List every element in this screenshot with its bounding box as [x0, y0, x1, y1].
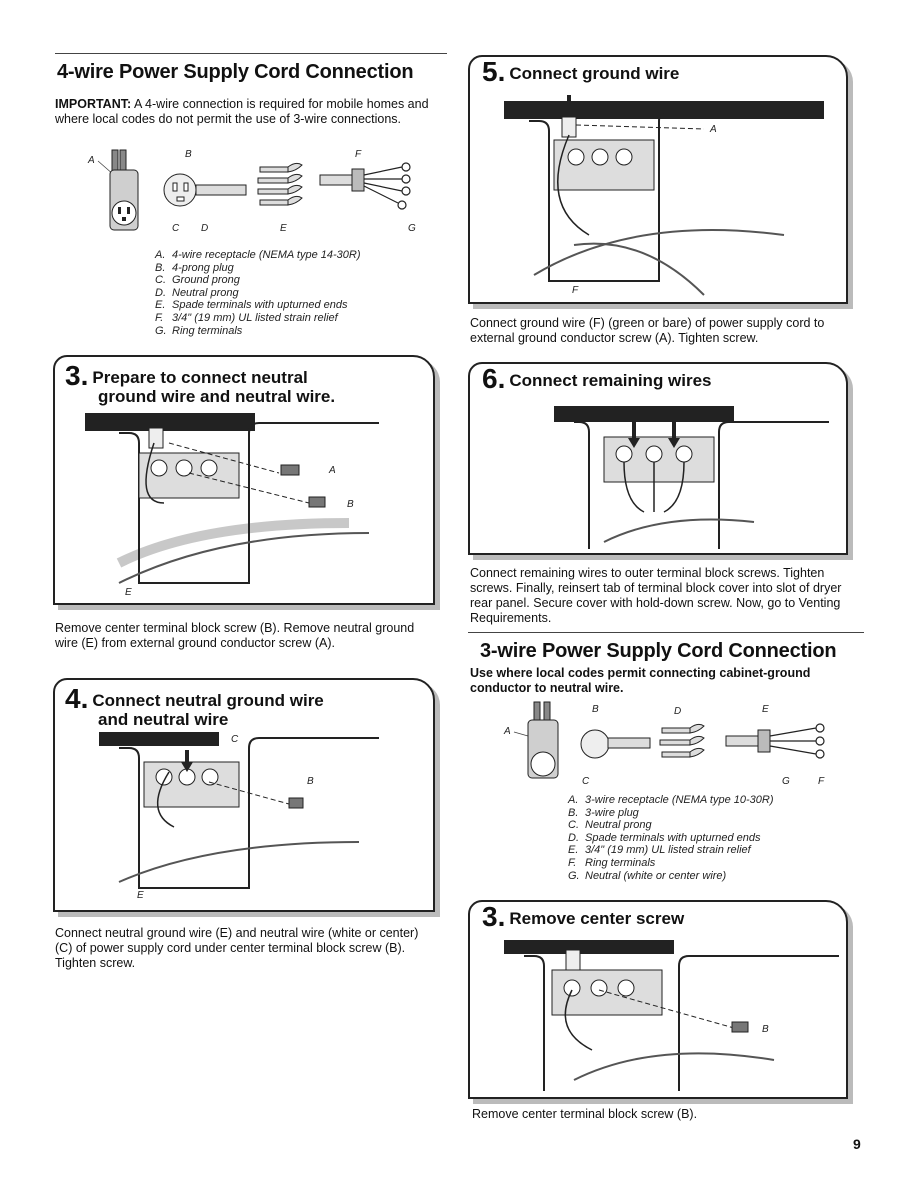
three-wire-parts-figure: A B C D E G F — [503, 701, 825, 787]
step3-title: 3.Prepare to connect neutral ground wire… — [65, 360, 336, 407]
legend4-item-b: B.4-prong plug — [155, 261, 234, 274]
fig4-label-b: B — [185, 149, 192, 160]
step4-number: 4. — [65, 683, 89, 714]
step5-box: 5.Connect ground wire A F — [468, 55, 848, 304]
legend3-item-f: F.Ring terminals — [568, 856, 656, 869]
fig3-label-g: G — [782, 776, 790, 787]
fig3-label-c: C — [582, 776, 590, 787]
fig4-label-c: C — [172, 223, 180, 234]
important-label: IMPORTANT: — [55, 97, 132, 111]
fig3-label-b: B — [592, 704, 599, 715]
step4-caption: Connect neutral ground wire (E) and neut… — [55, 926, 419, 970]
step3b-caption: Remove center terminal block screw (B). — [472, 1107, 698, 1121]
three-wire-subtitle: Use where local codes permit connecting … — [470, 666, 811, 695]
legend3-item-g: G.Neutral (white or center wire) — [568, 869, 727, 882]
legend3-item-e: E.3/4" (19 mm) UL listed strain relief — [568, 844, 751, 857]
fig3-label-e: E — [762, 704, 769, 715]
fig4-label-a: A — [87, 155, 95, 166]
step6-caption: Connect remaining wires to outer termina… — [470, 566, 842, 625]
three-wire-title: 3-wire Power Supply Cord Connection — [480, 640, 837, 662]
important-note: IMPORTANT: A 4-wire connection is requir… — [55, 97, 440, 127]
top-rule-right — [468, 632, 864, 633]
legend4-item-g: G.Ring terminals — [155, 324, 243, 337]
step5-title: 5.Connect ground wire — [482, 56, 680, 87]
step4-label-c: C — [231, 734, 239, 745]
legend3-item-c: C.Neutral prong — [568, 819, 652, 832]
fig4-label-f: F — [355, 149, 362, 160]
step3-label-a: A — [328, 465, 336, 476]
step3b-remove-screw-box: 3.Remove center screw B — [468, 900, 848, 1099]
step3-caption: Remove center terminal block screw (B). … — [55, 621, 415, 650]
step6-diagram — [554, 406, 829, 549]
step4-diagram: C B E — [99, 732, 379, 901]
step5-number: 5. — [482, 56, 506, 87]
step6-box: 6.Connect remaining wires — [468, 362, 848, 555]
step3-diagram: A B E — [85, 413, 379, 598]
legend3-item-d: D.Spade terminals with upturned ends — [568, 831, 761, 844]
legend4-item-d: D.Neutral prong — [155, 286, 239, 299]
four-wire-title: 4-wire Power Supply Cord Connection — [57, 61, 414, 83]
top-rule-left — [55, 53, 447, 54]
step5-diagram: A F — [504, 95, 824, 296]
step5-label-f: F — [572, 285, 579, 296]
step4-title: 4.Connect neutral ground wire and neutra… — [65, 683, 324, 730]
legend3-item-a: A.3-wire receptacle (NEMA type 10-30R) — [568, 794, 774, 806]
three-wire-legend: A.3-wire receptacle (NEMA type 10-30R) B… — [568, 794, 774, 882]
fig3-label-d: D — [674, 706, 681, 717]
legend4-item-f: F.3/4" (19 mm) UL listed strain relief — [155, 311, 338, 324]
fig4-label-g: G — [408, 223, 416, 234]
four-wire-parts-figure: A B C D E F G — [87, 149, 416, 234]
step3-label-b: B — [347, 499, 354, 510]
page-number: 9 — [853, 1136, 861, 1152]
step6-title: 6.Connect remaining wires — [482, 363, 712, 394]
step5-caption: Connect ground wire (F) (green or bare) … — [470, 316, 825, 345]
step4-label-e: E — [137, 890, 144, 901]
four-wire-legend: A.4-wire receptacle (NEMA type 14-30R) B… — [155, 249, 361, 337]
legend3-item-b: B.3-wire plug — [568, 806, 639, 819]
step3-label-e: E — [125, 587, 132, 598]
step4-label-b: B — [307, 776, 314, 787]
step4-connect-box: 4.Connect neutral ground wire and neutra… — [53, 678, 435, 912]
fig4-label-e: E — [280, 223, 287, 234]
fig4-label-d: D — [201, 223, 208, 234]
fig3-label-a: A — [503, 726, 511, 737]
important-text: A 4-wire connection is required for mobi… — [55, 97, 429, 126]
legend4-item-e: E.Spade terminals with upturned ends — [155, 299, 348, 312]
step3b-number: 3. — [482, 901, 506, 932]
step3-number: 3. — [65, 360, 89, 391]
fig3-label-f: F — [818, 776, 825, 787]
step3b-title: 3.Remove center screw — [482, 901, 685, 932]
step3-prepare-box: 3.Prepare to connect neutral ground wire… — [53, 355, 435, 605]
step3b-label-b: B — [762, 1024, 769, 1035]
step3b-diagram: B — [504, 940, 839, 1091]
legend4-item-c: C.Ground prong — [155, 274, 240, 287]
step6-number: 6. — [482, 363, 506, 394]
legend4-item-a: A.4-wire receptacle (NEMA type 14-30R) — [155, 249, 361, 261]
step5-label-a: A — [709, 124, 717, 135]
